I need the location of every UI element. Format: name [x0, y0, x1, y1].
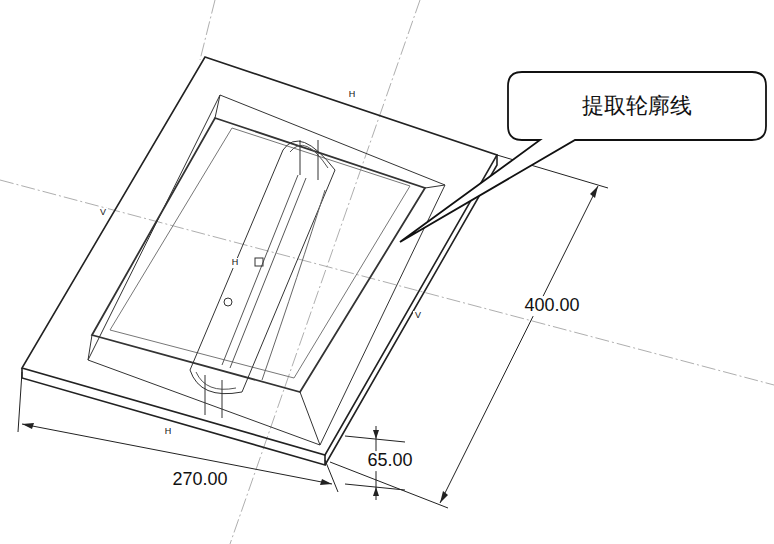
- datum-mark: H: [347, 90, 358, 100]
- inner-outline: [110, 128, 410, 378]
- callout-bubble: 提取轮廓线: [508, 72, 766, 140]
- datum-mark: V: [413, 311, 423, 321]
- block-top: [92, 118, 425, 392]
- extension-line: [18, 372, 22, 432]
- part-end: [283, 141, 335, 170]
- dimension-value: 65.00: [365, 451, 414, 471]
- part-hole: [224, 298, 232, 306]
- part-boss: [255, 258, 263, 266]
- datum-mark: V: [98, 208, 108, 218]
- datum-mark: H: [163, 427, 174, 437]
- center-line: [200, 0, 215, 60]
- extension-line: [345, 436, 405, 442]
- dimension-line: [440, 186, 598, 503]
- plate-outline: [22, 57, 497, 455]
- center-line: [0, 180, 774, 385]
- part-slot: [222, 175, 306, 368]
- part-end: [190, 370, 242, 394]
- dimension-value: 400.00: [522, 296, 581, 316]
- part-rib: [205, 140, 318, 418]
- dimension-value: 270.00: [170, 470, 229, 490]
- datum-mark: H: [230, 258, 241, 268]
- block-base: [88, 95, 445, 445]
- extension-line: [345, 484, 405, 490]
- part-body: [190, 150, 335, 392]
- callout-text: 提取轮廓线: [582, 91, 692, 121]
- plate-edge: [22, 368, 325, 465]
